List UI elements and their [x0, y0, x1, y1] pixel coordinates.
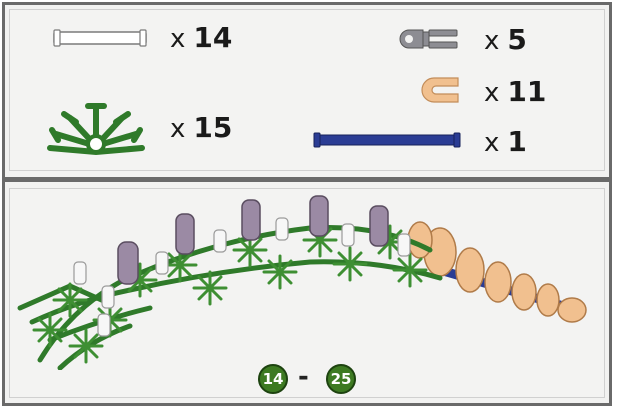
gray-clip-count: 5 — [507, 23, 526, 56]
section-divider — [2, 177, 612, 182]
step-end-badge: 25 — [326, 364, 356, 394]
tan-clip-quantity: x 11 — [484, 78, 546, 107]
tan-clip-count: 11 — [507, 75, 546, 108]
step-start-badge: 14 — [258, 364, 288, 394]
green-connector-quantity: x 15 — [170, 114, 232, 143]
quantity-multiplier: x — [484, 128, 499, 158]
green-connector-icon — [44, 96, 148, 156]
step-range-dash: - — [298, 362, 309, 392]
blue-rod-count: 1 — [507, 125, 526, 158]
white-rod-quantity: x 14 — [170, 24, 232, 53]
gray-clip-icon — [396, 28, 460, 50]
assembly-illustration — [10, 190, 600, 370]
tan-clip-icon — [418, 76, 462, 104]
white-rod-icon — [52, 28, 148, 48]
green-connector-count: 15 — [193, 111, 232, 144]
quantity-multiplier: x — [170, 24, 185, 54]
white-rod-count: 14 — [193, 21, 232, 54]
quantity-multiplier: x — [484, 78, 499, 108]
quantity-multiplier: x — [170, 114, 185, 144]
quantity-multiplier: x — [484, 26, 499, 56]
blue-rod-icon — [312, 130, 462, 150]
